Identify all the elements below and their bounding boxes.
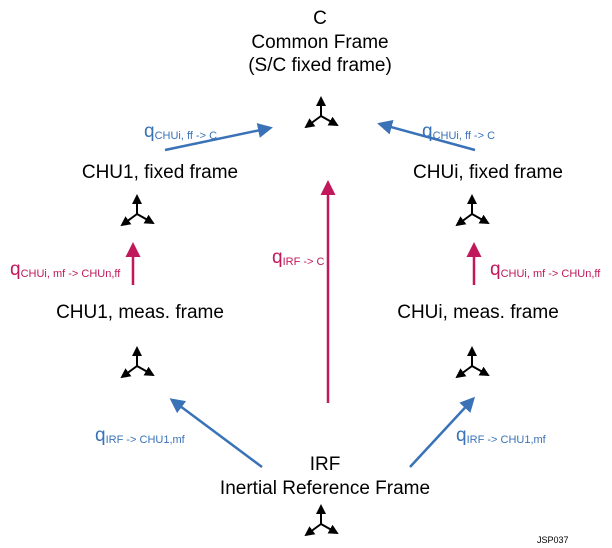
q-irf-to-c: qIRF -> C: [272, 247, 324, 268]
common-frame-subtitle: (S/C fixed frame): [248, 55, 392, 76]
chu1-meas-axes-icon: [122, 348, 153, 377]
chui-meas-frame-label: CHUi, meas. frame: [397, 302, 559, 323]
q-chui-ff-to-c: qCHUi, ff -> C: [422, 121, 495, 142]
chu1-fixed-axes-icon: [122, 196, 153, 225]
common-frame-axes-icon: [306, 98, 337, 127]
q-chui-mf-to-ff: qCHUi, mf -> CHUn,ff: [490, 259, 601, 280]
common-frame-title: Common Frame: [251, 32, 388, 53]
arrow-chu1-fixed-to-common: [164, 123, 273, 152]
arrow-irf-to-chu1-meas: [169, 398, 263, 469]
irf-long-label: Inertial Reference Frame: [220, 478, 430, 499]
chui-fixed-axes-icon: [457, 196, 488, 225]
common-frame-letter: C: [313, 8, 327, 29]
q-irf-to-chu1-right: qIRF -> CHU1,mf: [456, 425, 547, 446]
chui-fixed-frame-label: CHUi, fixed frame: [413, 162, 563, 183]
chu1-fixed-frame-label: CHU1, fixed frame: [82, 162, 238, 183]
figure-code: JSP037: [537, 535, 569, 545]
chu1-meas-frame-label: CHU1, meas. frame: [56, 302, 224, 323]
chui-meas-axes-icon: [457, 348, 488, 377]
irf-axes-icon: [306, 506, 337, 535]
q-chu1-mf-to-ff: qCHUi, mf -> CHUn,ff: [10, 259, 121, 280]
q-chu1-ff-to-c: qCHUi, ff -> C: [144, 121, 217, 142]
irf-short-label: IRF: [310, 454, 341, 475]
arrow-irf-to-chui-meas: [409, 396, 476, 468]
arrow-chui-fixed-to-common: [377, 119, 476, 152]
q-irf-to-chu1-left: qIRF -> CHU1,mf: [95, 425, 186, 446]
